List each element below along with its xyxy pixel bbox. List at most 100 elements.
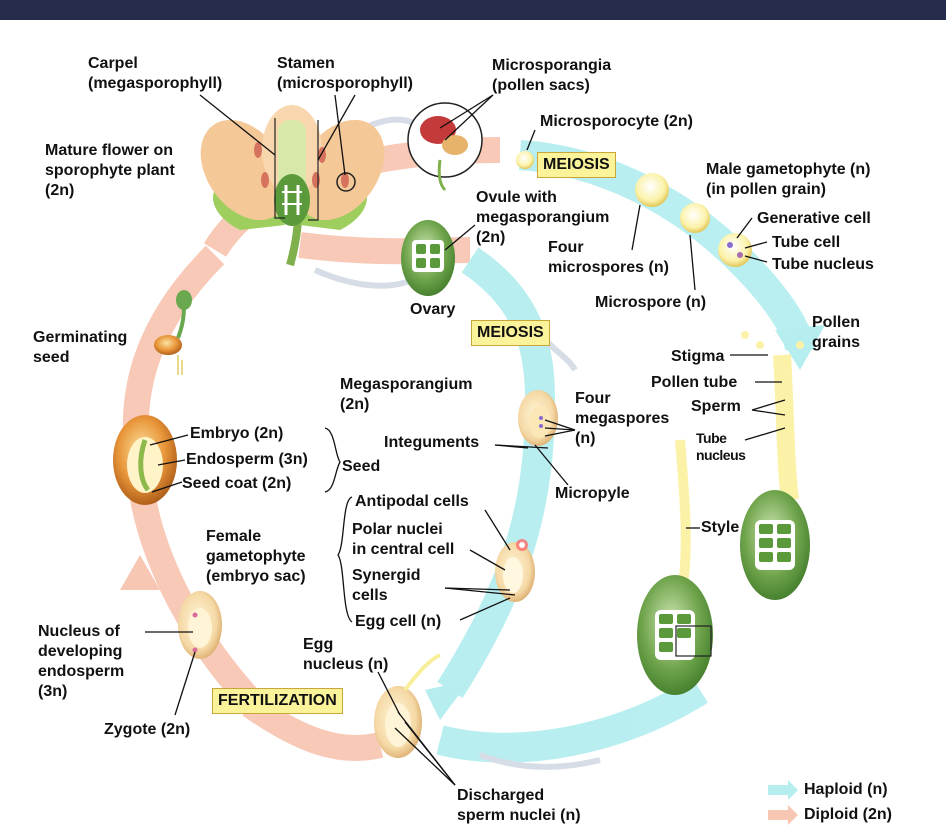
label-line: sporophyte plant <box>45 162 175 179</box>
zygote-ovules <box>178 591 441 758</box>
label-pollen-tube: Pollen tube <box>651 374 738 391</box>
label-embryo: Embryo (2n) <box>190 425 284 442</box>
label-antipodal: Antipodal cells <box>355 493 469 510</box>
label-line: (megasporophyll) <box>88 75 223 92</box>
label-microspore: Microspore (n) <box>595 294 707 311</box>
label-line: Megasporangium <box>340 376 473 393</box>
label-tube-nucleus-top: Tube nucleus <box>772 256 874 273</box>
label-microsporocyte: Microsporocyte (2n) <box>540 113 693 130</box>
label-line: Egg <box>303 636 334 653</box>
label-zygote: Zygote (2n) <box>104 721 191 738</box>
label-line: gametophyte <box>206 548 306 565</box>
label-line: cells <box>352 587 388 604</box>
label-line: (embryo sac) <box>206 568 306 585</box>
label-line: megaspores <box>575 410 670 427</box>
label-ovule: Ovule with megasporangium (2n) <box>476 188 609 248</box>
label-line: (2n) <box>476 229 506 246</box>
legend-diploid: Diploid (2n) <box>804 806 892 823</box>
label-line: (3n) <box>38 683 68 700</box>
legend-haploid-arrow <box>768 780 798 800</box>
label-endosperm: Endosperm (3n) <box>186 451 308 468</box>
label-synergid: Synergid cells <box>352 566 420 606</box>
label-line: (microsporophyll) <box>277 75 414 92</box>
label-line: Female <box>206 528 262 545</box>
label-line: Ovule with <box>476 189 557 206</box>
label-line: Nucleus of <box>38 623 120 640</box>
label-line: microspores (n) <box>548 259 669 276</box>
label-pollen-grains: Pollen grains <box>812 313 860 353</box>
label-microsporangia: Microsporangia (pollen sacs) <box>492 56 611 96</box>
label-line: in central cell <box>352 541 455 558</box>
label-line: Carpel <box>88 55 138 72</box>
label-mature-flower: Mature flower on sporophyte plant (2n) <box>45 141 175 201</box>
label-line: sperm nuclei (n) <box>457 807 581 824</box>
label-seed: Seed <box>342 458 381 475</box>
seed <box>113 415 177 505</box>
germinating-seed <box>154 290 192 375</box>
label-sperm: Sperm <box>691 398 741 415</box>
label-four-microspores: Four microspores (n) <box>548 238 669 278</box>
label-male-gametophyte: Male gametophyte (n)(in pollen grain) <box>706 160 870 200</box>
label-egg-nucleus: Egg nucleus (n) <box>303 635 388 675</box>
label-generative-cell: Generative cell <box>757 210 871 227</box>
label-micropyle: Micropyle <box>555 485 630 502</box>
label-line: Polar nuclei <box>352 521 443 538</box>
label-line: Synergid <box>352 567 421 584</box>
label-line: developing <box>38 643 123 660</box>
label-line: Four <box>548 239 584 256</box>
label-line: (2n) <box>45 182 75 199</box>
label-polar-nuclei: Polar nuclei in central cell <box>352 520 454 560</box>
label-carpel: Carpel (megasporophyll) <box>88 54 222 94</box>
label-germinating-seed: Germinating seed <box>33 328 127 368</box>
label-line: endosperm <box>38 663 125 680</box>
label-line: (2n) <box>340 396 370 413</box>
label-line: Germinating <box>33 329 128 346</box>
label-line: Four <box>575 390 611 407</box>
diploid-arrowhead <box>120 555 160 590</box>
label-line: Mature flower on <box>45 142 174 159</box>
meiosis-box-mid: MEIOSIS <box>471 320 550 346</box>
label-stamen: Stamen (microsporophyll) <box>277 54 413 94</box>
label-four-megaspores: Four megaspores (n) <box>575 389 669 449</box>
label-line: (pollen sacs) <box>492 77 590 94</box>
legend-diploid-arrow <box>768 805 798 825</box>
pistil <box>637 331 810 695</box>
label-line: Discharged <box>457 787 545 804</box>
brackets <box>324 427 353 623</box>
meiosis-box-top: MEIOSIS <box>537 152 616 178</box>
leader-lines <box>145 94 786 786</box>
label-line: megasporangium <box>476 209 610 226</box>
haploid-arrowhead-2 <box>425 680 470 720</box>
legend-haploid: Haploid (n) <box>804 781 888 798</box>
label-tube-cell: Tube cell <box>772 234 841 251</box>
label-stigma: Stigma <box>671 348 725 365</box>
label-line: (in pollen grain) <box>706 181 826 198</box>
label-line: seed <box>33 349 70 366</box>
label-line: Pollen <box>812 314 861 331</box>
ovule-green <box>401 220 455 296</box>
microspore-stages <box>516 151 752 267</box>
label-female-gametophyte: Female gametophyte (embryo sac) <box>206 527 306 587</box>
label-ovary: Ovary <box>410 301 456 318</box>
label-line: (n) <box>575 430 596 447</box>
embryo-sac-ovule <box>495 539 535 602</box>
mature-flower <box>200 105 385 267</box>
label-line: Stamen <box>277 55 335 72</box>
label-egg-cell: Egg cell (n) <box>355 613 442 630</box>
label-style: Style <box>701 519 740 536</box>
fertilization-box: FERTILIZATION <box>212 688 343 714</box>
label-discharged: Discharged sperm nuclei (n) <box>457 786 581 826</box>
label-megasporangium: Megasporangium (2n) <box>340 375 472 415</box>
label-line: nucleus (n) <box>303 656 389 673</box>
megasporangium-ovule <box>518 390 558 446</box>
top-bar <box>0 0 946 20</box>
label-line: Microsporangia <box>492 57 612 74</box>
label-line: Tube <box>696 430 727 446</box>
label-line: grains <box>812 334 861 351</box>
label-nucleus-endosperm: Nucleus of developing endosperm (3n) <box>38 622 124 702</box>
label-seed-coat: Seed coat (2n) <box>182 475 292 492</box>
label-integuments: Integuments <box>384 434 480 451</box>
label-line: nucleus <box>696 447 746 463</box>
